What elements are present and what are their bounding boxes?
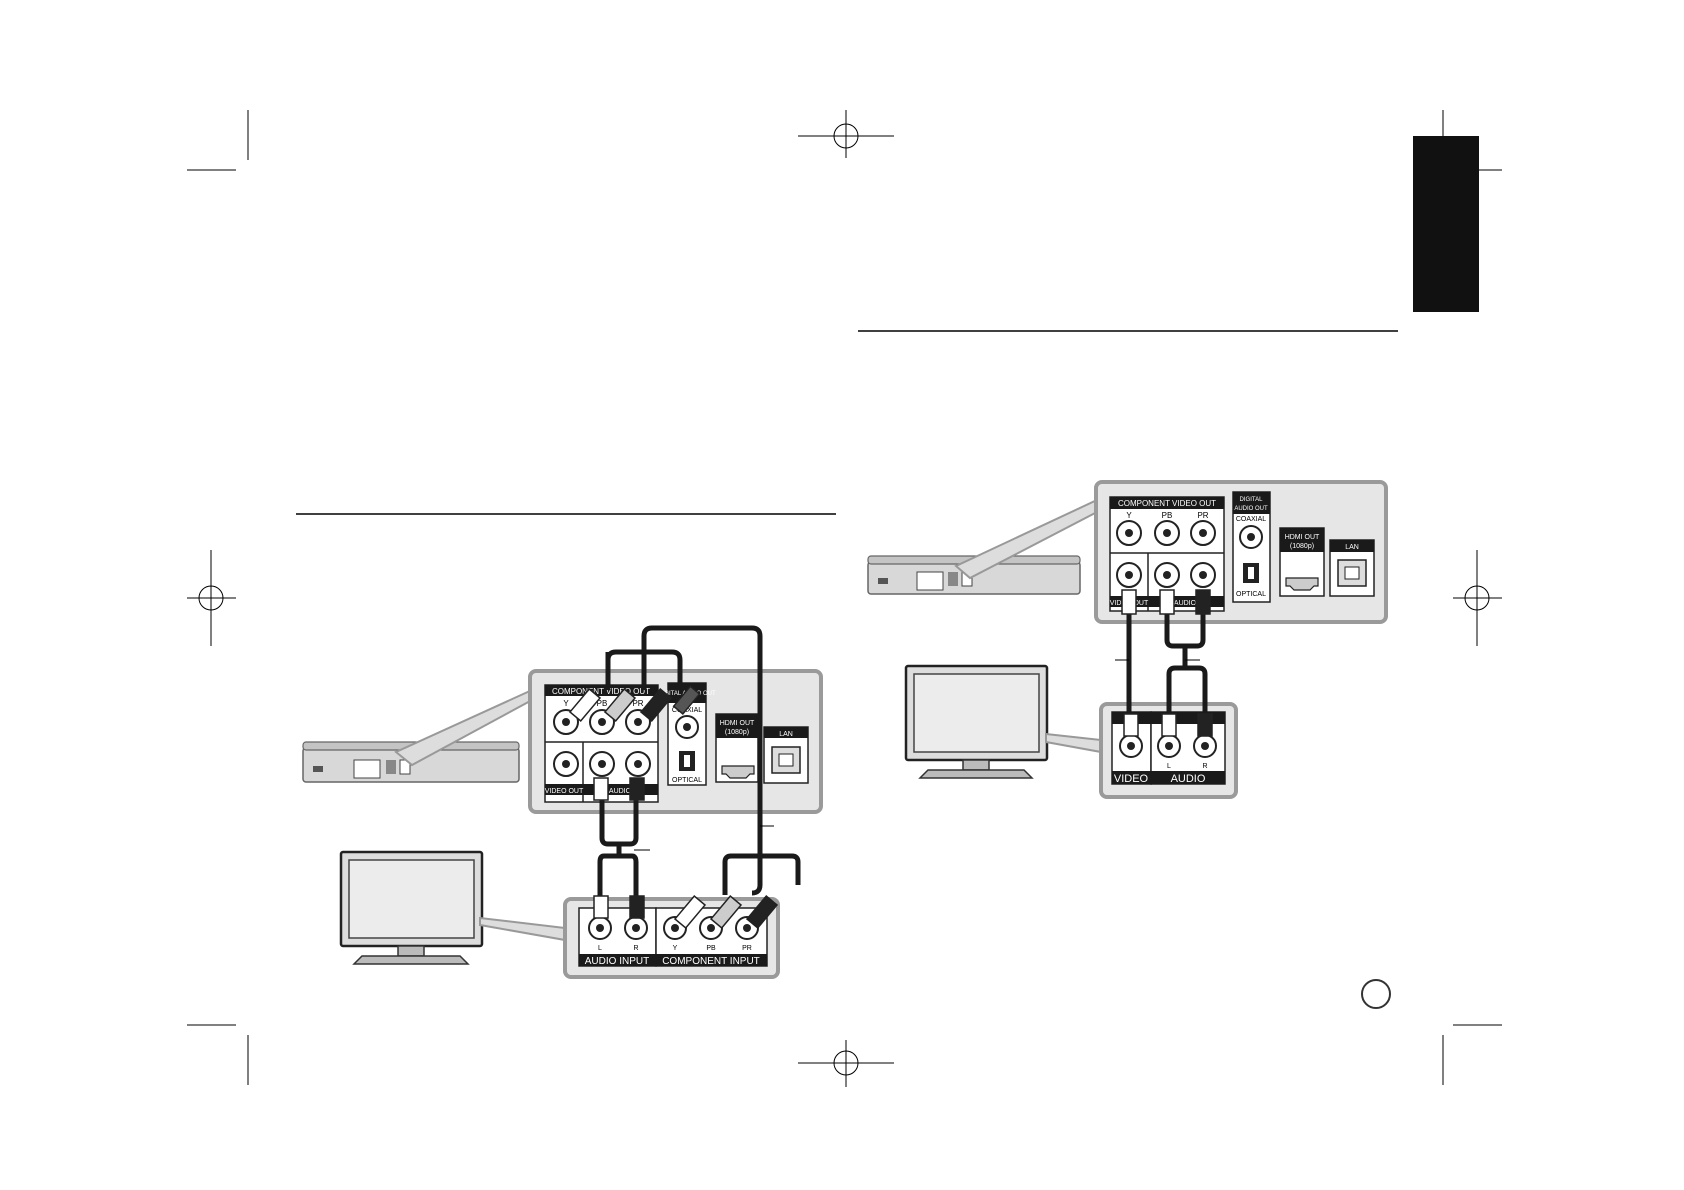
registration-marks — [187, 110, 1502, 1087]
television-right — [904, 664, 1049, 779]
player-back-panel-right: COMPONENT VIDEO OUT Y PB PR VIDEO OUT AU… — [1094, 480, 1388, 624]
jack-pr-label-right: PR — [1197, 511, 1208, 520]
tv-zoom-wedge-right — [1045, 732, 1102, 754]
tv-zoom-wedge — [479, 916, 566, 942]
hdmi-resolution-label-right: (1080p) — [1290, 543, 1314, 550]
hdmi-out-label: HDMI OUT — [720, 720, 755, 727]
jack-pr-label: PR — [632, 699, 643, 708]
television — [339, 850, 484, 965]
digital-label-right: DIGITAL — [1240, 497, 1264, 503]
jack-pb-label: PB — [597, 699, 608, 708]
coaxial-label-right: COAXIAL — [1236, 516, 1266, 523]
leader-lines-left — [634, 825, 774, 851]
cable-plugs-left — [568, 685, 779, 930]
language-tab — [1413, 136, 1479, 312]
audio-out-label-right: AUDIO — [1174, 600, 1197, 607]
component-video-cables — [605, 625, 801, 896]
registration-mark-top — [798, 110, 894, 158]
lan-label-right: LAN — [1345, 544, 1359, 551]
tv-pb-label: PB — [706, 945, 716, 952]
tv-l-label-right: L — [1167, 763, 1171, 770]
video-input-label: VIDEO — [1114, 773, 1149, 785]
component-input-label: COMPONENT INPUT — [662, 956, 760, 967]
tv-l-label: L — [598, 945, 602, 952]
audio-out-label-digital-right: AUDIO OUT — [1234, 506, 1268, 512]
jack-y-label: Y — [563, 699, 569, 708]
hdmi-out-label-right: HDMI OUT — [1285, 534, 1320, 541]
tv-r-label-right: R — [1202, 763, 1207, 770]
left-connection-diagram: COMPONENT VIDEO OUT Y PB PR VIDEO OUT AU… — [302, 625, 823, 979]
component-video-out-label-right: COMPONENT VIDEO OUT — [1118, 499, 1216, 508]
right-connection-diagram: COMPONENT VIDEO OUT Y PB PR VIDEO OUT AU… — [867, 480, 1388, 799]
jack-y-label-right: Y — [1126, 511, 1132, 520]
audio-input-label-right: AUDIO — [1171, 773, 1206, 785]
registration-mark-bottom — [798, 1040, 894, 1087]
audio-out-label: AUDIO — [609, 788, 632, 795]
component-video-out-label: COMPONENT VIDEO OUT — [552, 687, 650, 696]
registration-mark-right — [1453, 550, 1502, 646]
tv-y-label: Y — [673, 945, 678, 952]
coaxial-label: COAXIAL — [672, 707, 702, 714]
av-cables-right — [1126, 600, 1208, 728]
player-back-panel: COMPONENT VIDEO OUT Y PB PR VIDEO OUT AU… — [528, 669, 823, 814]
registration-mark-left — [187, 550, 236, 646]
audio-input-label: AUDIO INPUT — [585, 956, 649, 967]
hdmi-resolution-label: (1080p) — [725, 729, 749, 736]
video-out-label: VIDEO OUT — [545, 788, 584, 795]
page-number-marker — [1361, 979, 1391, 1009]
jack-pb-label-right: PB — [1162, 511, 1173, 520]
tv-pr-label: PR — [742, 945, 752, 952]
tv-r-label: R — [633, 945, 638, 952]
bluray-player-right — [867, 555, 1081, 595]
optical-label: OPTICAL — [672, 777, 702, 784]
audio-cables — [597, 790, 639, 900]
lan-label: LAN — [779, 731, 793, 738]
optical-label-right: OPTICAL — [1236, 591, 1266, 598]
cable-plugs-right — [1121, 589, 1213, 737]
